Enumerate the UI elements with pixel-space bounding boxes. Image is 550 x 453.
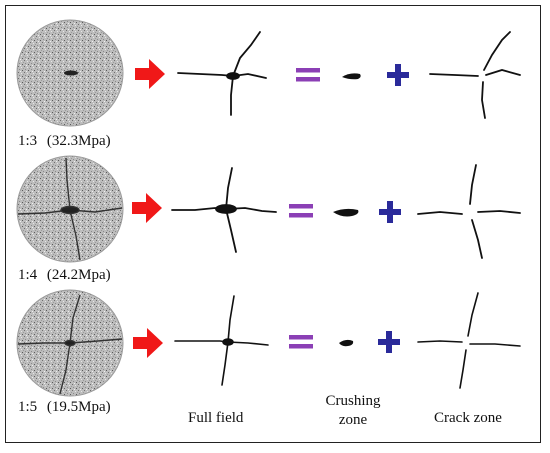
row-label-1: 1:3 (32.3Mpa): [18, 133, 111, 150]
full-field-crack-3: [174, 295, 269, 386]
full-field-crack-1: [177, 31, 267, 116]
column-label-crack-zone: Crack zone: [434, 410, 502, 426]
row-1: [16, 19, 521, 127]
crack-zone-3: [417, 292, 521, 389]
column-label-crushing-line-1: Crushing: [325, 393, 381, 409]
equals-icon: [289, 204, 313, 218]
plus-icon: [378, 331, 400, 353]
mix-ratio: 1:4: [18, 267, 38, 283]
row-3: [16, 289, 521, 397]
specimen-damage-2: [17, 157, 123, 261]
specimen-damage-3: [17, 294, 123, 395]
crack-zone-2: [417, 164, 521, 259]
arrow-icon: [135, 59, 165, 89]
column-label-crushing-zone: Crushing zone: [318, 392, 388, 430]
arrow-icon: [133, 328, 163, 358]
row-2: [16, 155, 521, 263]
crushing-zone-1: [342, 73, 361, 80]
plus-icon: [379, 201, 401, 223]
specimen-damage-1: [64, 70, 78, 76]
equals-icon: [289, 335, 313, 349]
row-label-2: 1:4 (24.2Mpa): [18, 267, 111, 284]
plus-icon: [387, 64, 409, 86]
mix-ratio: 1:5: [18, 399, 38, 415]
compressive-strength: (32.3Mpa): [46, 133, 111, 149]
crushing-zone-3: [339, 339, 354, 347]
row-label-3: 1:5 (19.5Mpa): [18, 399, 111, 416]
crushing-zone-2: [333, 208, 359, 217]
crack-zone-1: [429, 31, 521, 119]
column-label-crushing-line-2: zone: [338, 412, 368, 428]
column-label-full-field: Full field: [188, 410, 244, 426]
compressive-strength: (24.2Mpa): [46, 267, 111, 283]
equals-icon: [296, 68, 320, 82]
full-field-crack-2: [171, 167, 277, 253]
arrow-icon: [132, 193, 162, 223]
compressive-strength: (19.5Mpa): [46, 399, 111, 415]
mix-ratio: 1:3: [18, 133, 38, 149]
